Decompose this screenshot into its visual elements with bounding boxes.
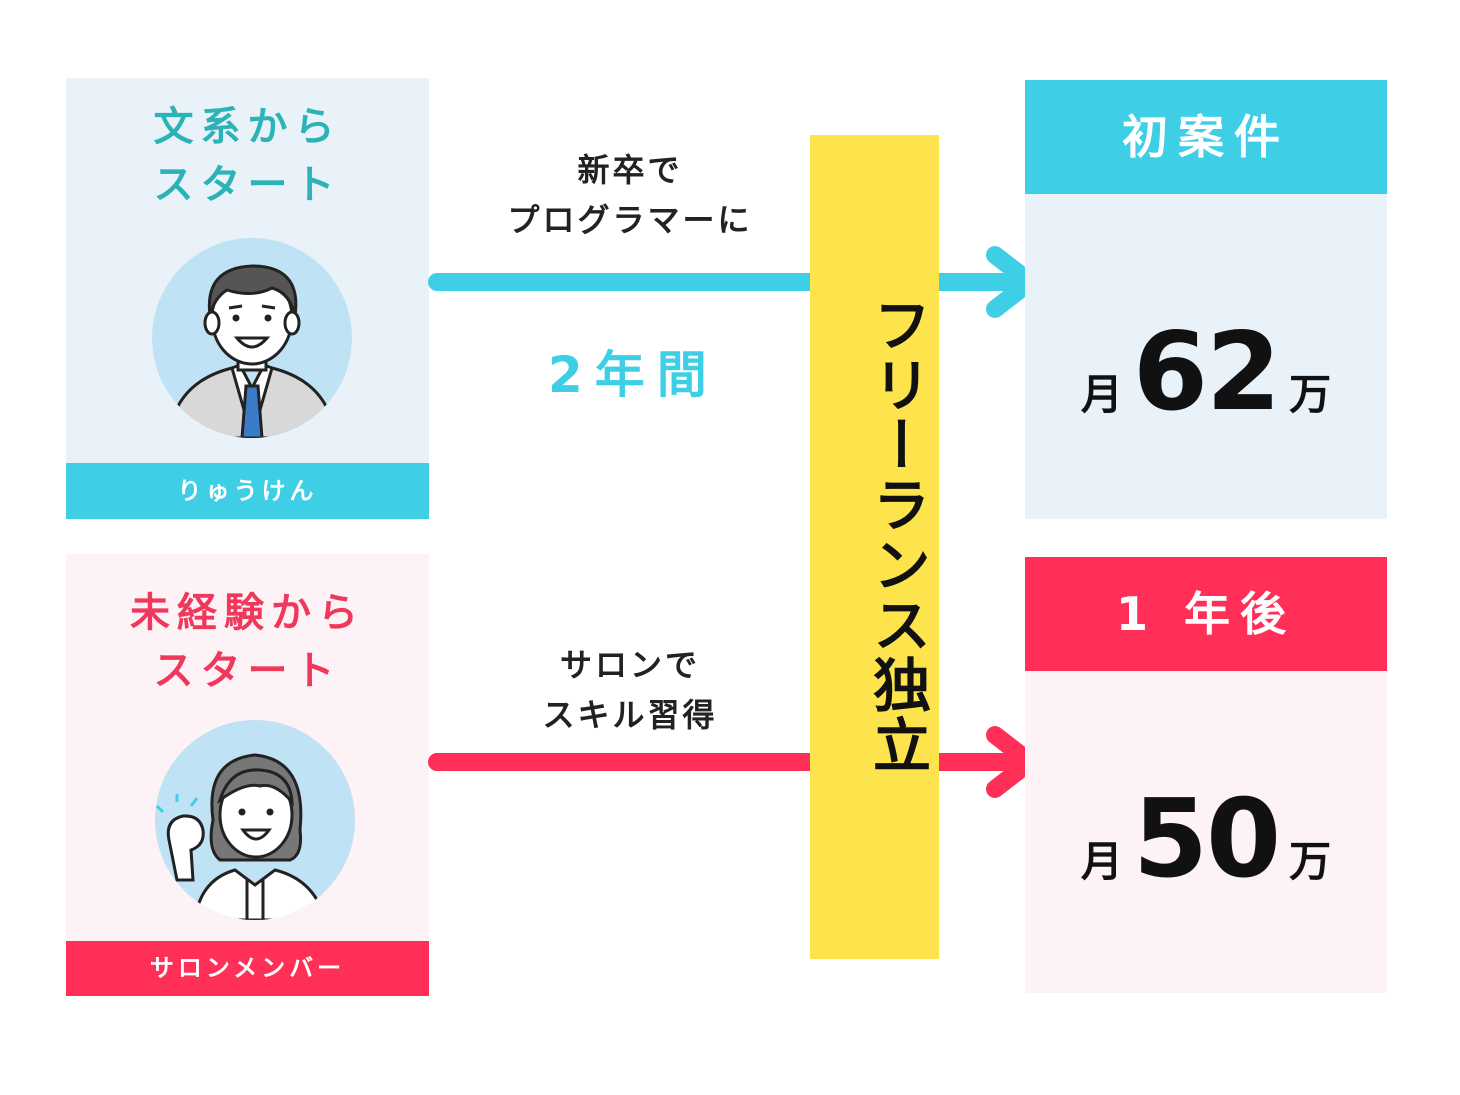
start-card-title: 未経験から スタート: [66, 584, 429, 700]
start-card-title: 文系から スタート: [66, 98, 429, 214]
freelance-independence-bar: フリーランス独立: [810, 135, 939, 959]
amount-prefix: 月: [1080, 370, 1123, 419]
person-label: りゅうけん: [66, 463, 429, 519]
start-title-line2: スタート: [153, 648, 342, 694]
start-card-mikeiken: 未経験から スタート サロンメンバー: [66, 554, 429, 996]
duration-label: 2年間: [548, 346, 719, 404]
amount-value: 62: [1132, 310, 1281, 435]
start-title-line2: スタート: [153, 162, 342, 208]
amount-suffix: 万: [1289, 370, 1332, 419]
arrow-caption-top: 新卒で プログラマーに: [470, 145, 790, 245]
caption-line2: スキル習得: [542, 696, 718, 734]
result-heading: 1 年後: [1025, 557, 1387, 671]
caption-line1: サロンで: [559, 646, 700, 684]
woman-cheering-avatar-icon: [155, 720, 355, 920]
result-heading: 初案件: [1025, 80, 1387, 194]
freelance-independence-label: フリーランス独立: [863, 295, 931, 775]
caption-line1: 新卒で: [577, 151, 683, 189]
start-title-line1: 未経験から: [130, 590, 365, 636]
start-card-bunkei: 文系から スタート りゅうけん: [66, 78, 429, 519]
amount-value: 50: [1132, 777, 1281, 902]
person-label: サロンメンバー: [66, 941, 429, 996]
amount-suffix: 万: [1289, 837, 1332, 886]
start-title-line1: 文系から: [153, 104, 342, 150]
arrow-caption-bottom: サロンで スキル習得: [470, 640, 790, 740]
caption-line2: プログラマーに: [507, 201, 753, 239]
man-in-suit-avatar-icon: [152, 238, 352, 438]
amount-prefix: 月: [1080, 837, 1123, 886]
